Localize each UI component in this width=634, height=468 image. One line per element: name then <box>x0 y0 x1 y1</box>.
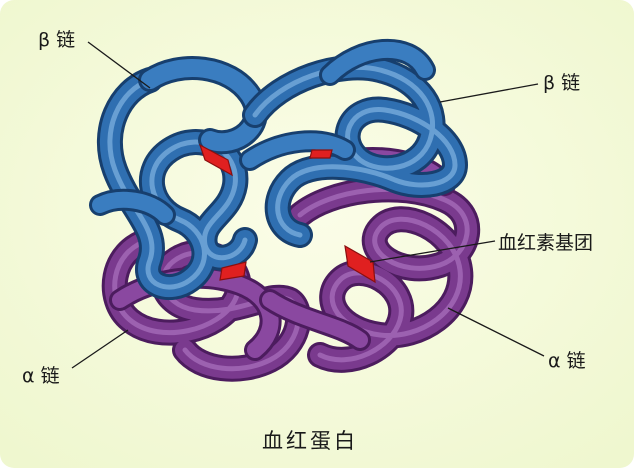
heme-group <box>310 150 332 158</box>
label-alpha-chain-right: α 链 <box>548 346 586 373</box>
label-beta-chain-left: β 链 <box>38 25 75 52</box>
label-heme-group: 血红素基团 <box>498 228 593 255</box>
label-beta-chain-right: β 链 <box>543 68 580 95</box>
figure-caption: 血红蛋白 <box>262 425 358 455</box>
label-alpha-chain-left: α 链 <box>22 361 60 388</box>
